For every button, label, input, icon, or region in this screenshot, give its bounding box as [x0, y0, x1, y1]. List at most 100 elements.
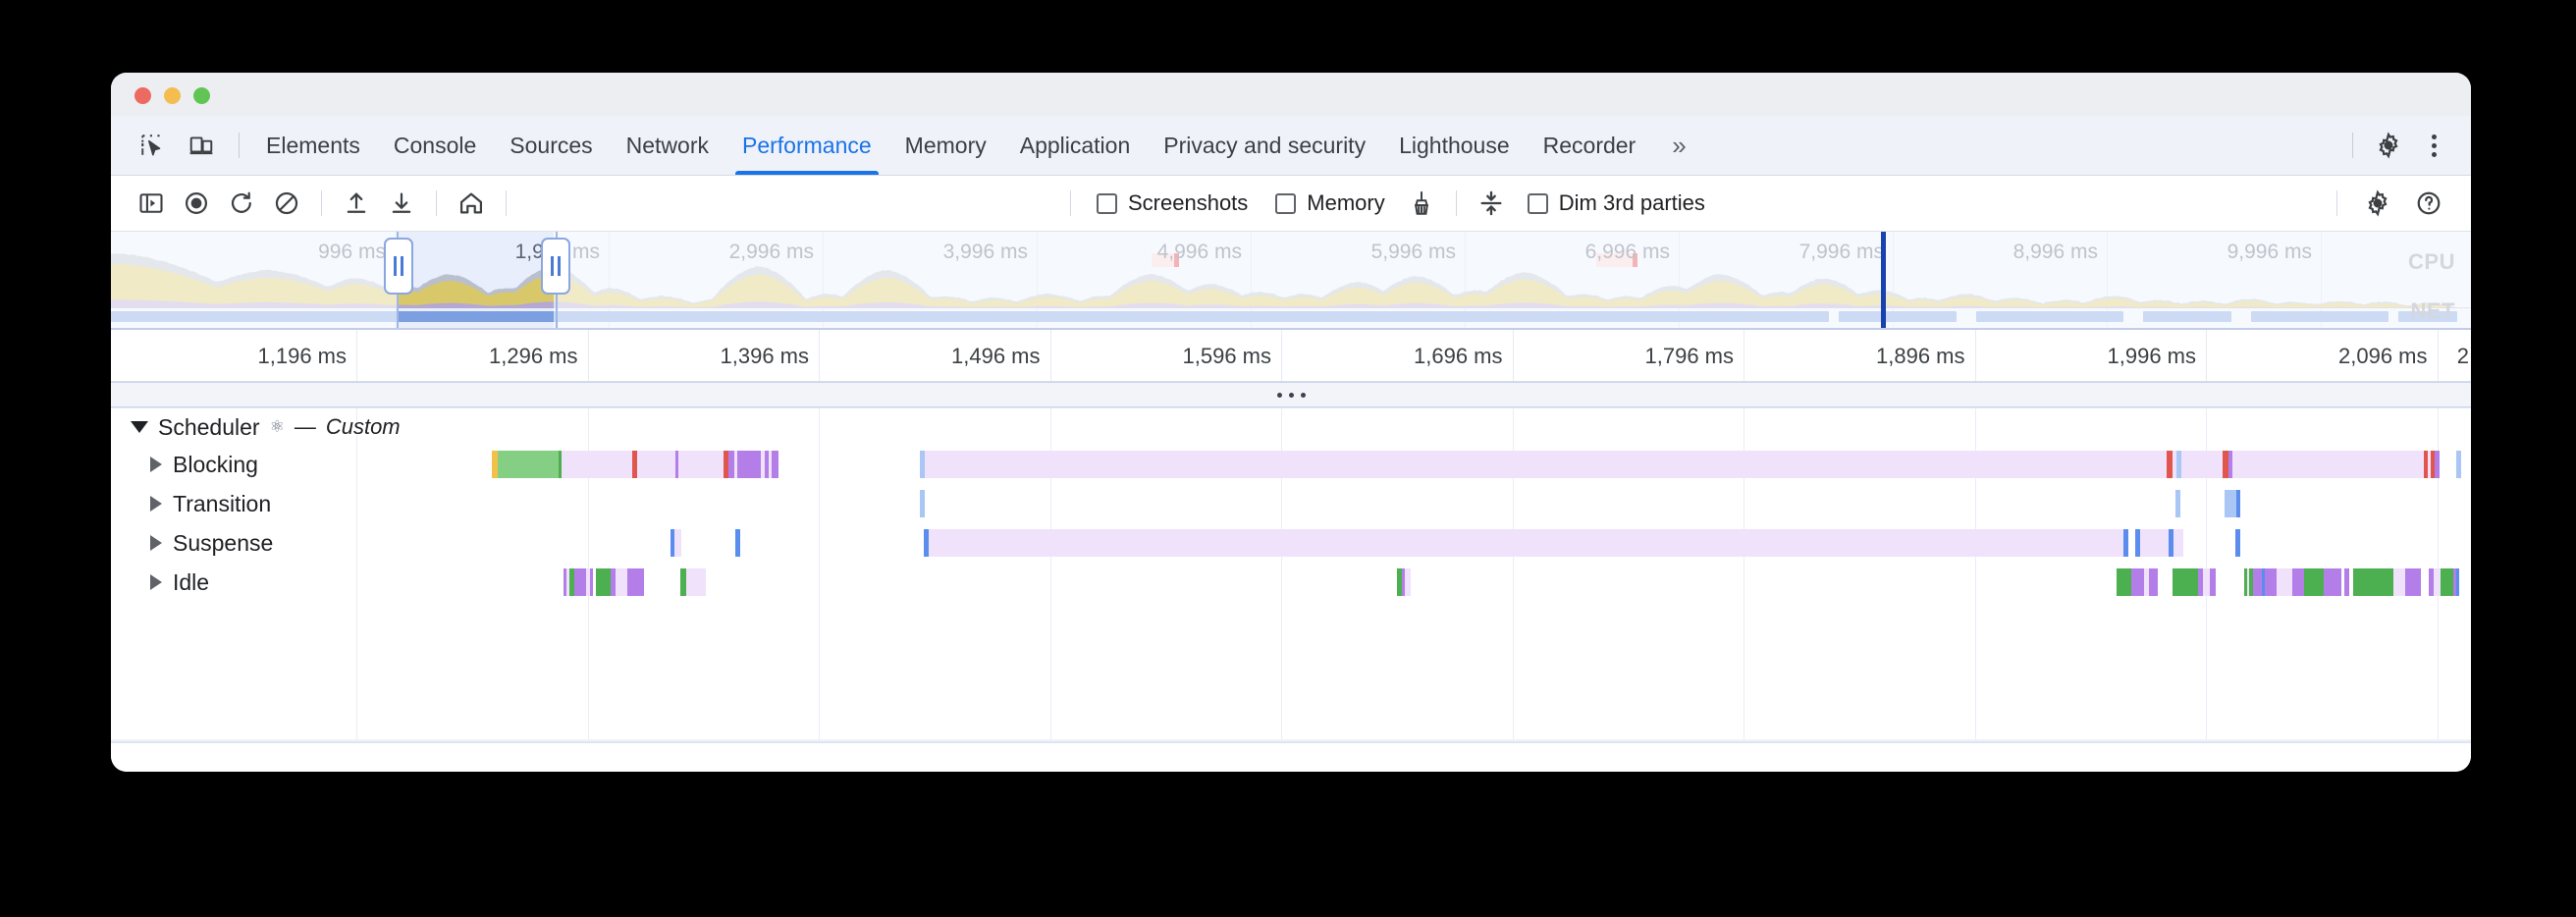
- flame-segment[interactable]: [2405, 568, 2421, 596]
- flame-segment[interactable]: [2393, 568, 2405, 596]
- flame-segment[interactable]: [737, 451, 761, 478]
- flame-segment[interactable]: [2249, 568, 2253, 596]
- flame-segment[interactable]: [2277, 568, 2292, 596]
- flame-segment[interactable]: [2424, 451, 2428, 478]
- chevron-right-icon[interactable]: [150, 535, 162, 551]
- flame-segment[interactable]: [734, 451, 737, 478]
- flame-segment[interactable]: [2292, 568, 2304, 596]
- flame-segment[interactable]: [1402, 568, 1405, 596]
- flame-segment[interactable]: [2232, 451, 2424, 478]
- track-group-scheduler[interactable]: Scheduler ⚛ — Custom: [111, 407, 401, 447]
- record-icon[interactable]: [174, 181, 219, 226]
- flame-segment[interactable]: [492, 451, 498, 478]
- track-row-suspense[interactable]: Suspense: [111, 523, 2471, 563]
- flame-segment[interactable]: [671, 529, 674, 557]
- flame-segment[interactable]: [2304, 568, 2324, 596]
- flame-segment[interactable]: [574, 568, 586, 596]
- flame-segment[interactable]: [2236, 490, 2240, 517]
- more-options-icon[interactable]: [2414, 124, 2453, 167]
- flame-segment[interactable]: [920, 451, 925, 478]
- flame-segment[interactable]: [2324, 568, 2341, 596]
- flame-segment[interactable]: [2131, 568, 2144, 596]
- flame-segment[interactable]: [2175, 490, 2180, 517]
- flame-segment[interactable]: [772, 451, 778, 478]
- collapse-tracks-icon[interactable]: [1469, 181, 1514, 226]
- flame-segment[interactable]: [1405, 568, 1411, 596]
- checkbox-box[interactable]: [1275, 192, 1297, 214]
- flame-segment[interactable]: [498, 451, 559, 478]
- flame-segment[interactable]: [2117, 568, 2131, 596]
- flame-segment[interactable]: [2265, 568, 2277, 596]
- more-tabs-icon[interactable]: »: [1652, 131, 1703, 161]
- flame-segment[interactable]: [920, 490, 925, 517]
- track-row-transition[interactable]: Transition: [111, 484, 2471, 523]
- flame-chart[interactable]: Scheduler ⚛ — Custom Blocking Transition: [111, 407, 2471, 772]
- flame-segment[interactable]: [2210, 568, 2216, 596]
- flame-segment[interactable]: [2253, 568, 2262, 596]
- device-toolbar-icon[interactable]: [180, 124, 223, 167]
- tab-privacy-and-security[interactable]: Privacy and security: [1147, 116, 1382, 175]
- flame-segment[interactable]: [2181, 451, 2223, 478]
- flame-segment[interactable]: [2235, 529, 2240, 557]
- track-label-transition[interactable]: Transition: [111, 484, 271, 523]
- flame-segment[interactable]: [2428, 451, 2431, 478]
- flame-segment[interactable]: [2431, 451, 2435, 478]
- flame-segment[interactable]: [769, 451, 772, 478]
- flame-segment[interactable]: [2456, 568, 2459, 596]
- timeline-resize-handle[interactable]: [111, 382, 2471, 407]
- flame-segment[interactable]: [2228, 451, 2232, 478]
- flame-segment[interactable]: [680, 568, 686, 596]
- tab-memory[interactable]: Memory: [888, 116, 1003, 175]
- maximize-window-button[interactable]: [193, 87, 210, 104]
- flame-segment[interactable]: [674, 529, 681, 557]
- flame-segment[interactable]: [2173, 568, 2198, 596]
- flame-segment[interactable]: [590, 568, 593, 596]
- upload-profile-icon[interactable]: [334, 181, 379, 226]
- chevron-right-icon[interactable]: [150, 496, 162, 512]
- flame-segment[interactable]: [562, 451, 632, 478]
- track-label-blocking[interactable]: Blocking: [111, 445, 258, 484]
- flame-segment[interactable]: [924, 529, 929, 557]
- chevron-right-icon[interactable]: [150, 457, 162, 472]
- toggle-sidebar-icon[interactable]: [129, 181, 174, 226]
- tab-network[interactable]: Network: [610, 116, 725, 175]
- track-row-idle[interactable]: Idle: [111, 563, 2471, 602]
- flame-segment[interactable]: [2435, 451, 2440, 478]
- flame-segment[interactable]: [559, 451, 562, 478]
- chevron-down-icon[interactable]: [131, 421, 148, 433]
- flame-segment[interactable]: [2123, 529, 2128, 557]
- flame-segment[interactable]: [2262, 568, 2265, 596]
- flame-segment[interactable]: [569, 568, 574, 596]
- flame-segment[interactable]: [2429, 568, 2434, 596]
- tab-elements[interactable]: Elements: [249, 116, 377, 175]
- broom-icon[interactable]: [1399, 181, 1444, 226]
- flame-segment[interactable]: [2441, 568, 2453, 596]
- timeline-cursor[interactable]: [1881, 232, 1886, 330]
- flame-segment[interactable]: [2203, 568, 2210, 596]
- flame-segment[interactable]: [2167, 451, 2173, 478]
- flame-segment[interactable]: [1397, 568, 1402, 596]
- flame-segment[interactable]: [724, 451, 728, 478]
- track-row-blocking[interactable]: Blocking: [111, 445, 2471, 484]
- flame-segment[interactable]: [678, 451, 724, 478]
- flame-segment[interactable]: [2149, 568, 2158, 596]
- download-profile-icon[interactable]: [379, 181, 424, 226]
- selection-handle-right[interactable]: [541, 238, 570, 295]
- flame-segment[interactable]: [925, 451, 2167, 478]
- track-label-suspense[interactable]: Suspense: [111, 523, 273, 563]
- checkbox-box[interactable]: [1097, 192, 1117, 214]
- flame-segment[interactable]: [761, 451, 765, 478]
- minimize-window-button[interactable]: [164, 87, 181, 104]
- flame-segment[interactable]: [2144, 568, 2149, 596]
- flame-segment[interactable]: [632, 451, 637, 478]
- flame-segment[interactable]: [611, 568, 616, 596]
- flame-segment[interactable]: [637, 451, 675, 478]
- flame-segment[interactable]: [2169, 529, 2174, 557]
- dim-3rd-parties-checkbox[interactable]: Dim 3rd parties: [1514, 190, 1719, 216]
- flame-segment[interactable]: [2173, 451, 2176, 478]
- tab-performance[interactable]: Performance: [725, 116, 888, 175]
- memory-checkbox[interactable]: Memory: [1261, 190, 1398, 216]
- selection-handle-left[interactable]: [384, 238, 413, 295]
- flame-segment[interactable]: [2353, 568, 2393, 596]
- flame-segment[interactable]: [2247, 568, 2249, 596]
